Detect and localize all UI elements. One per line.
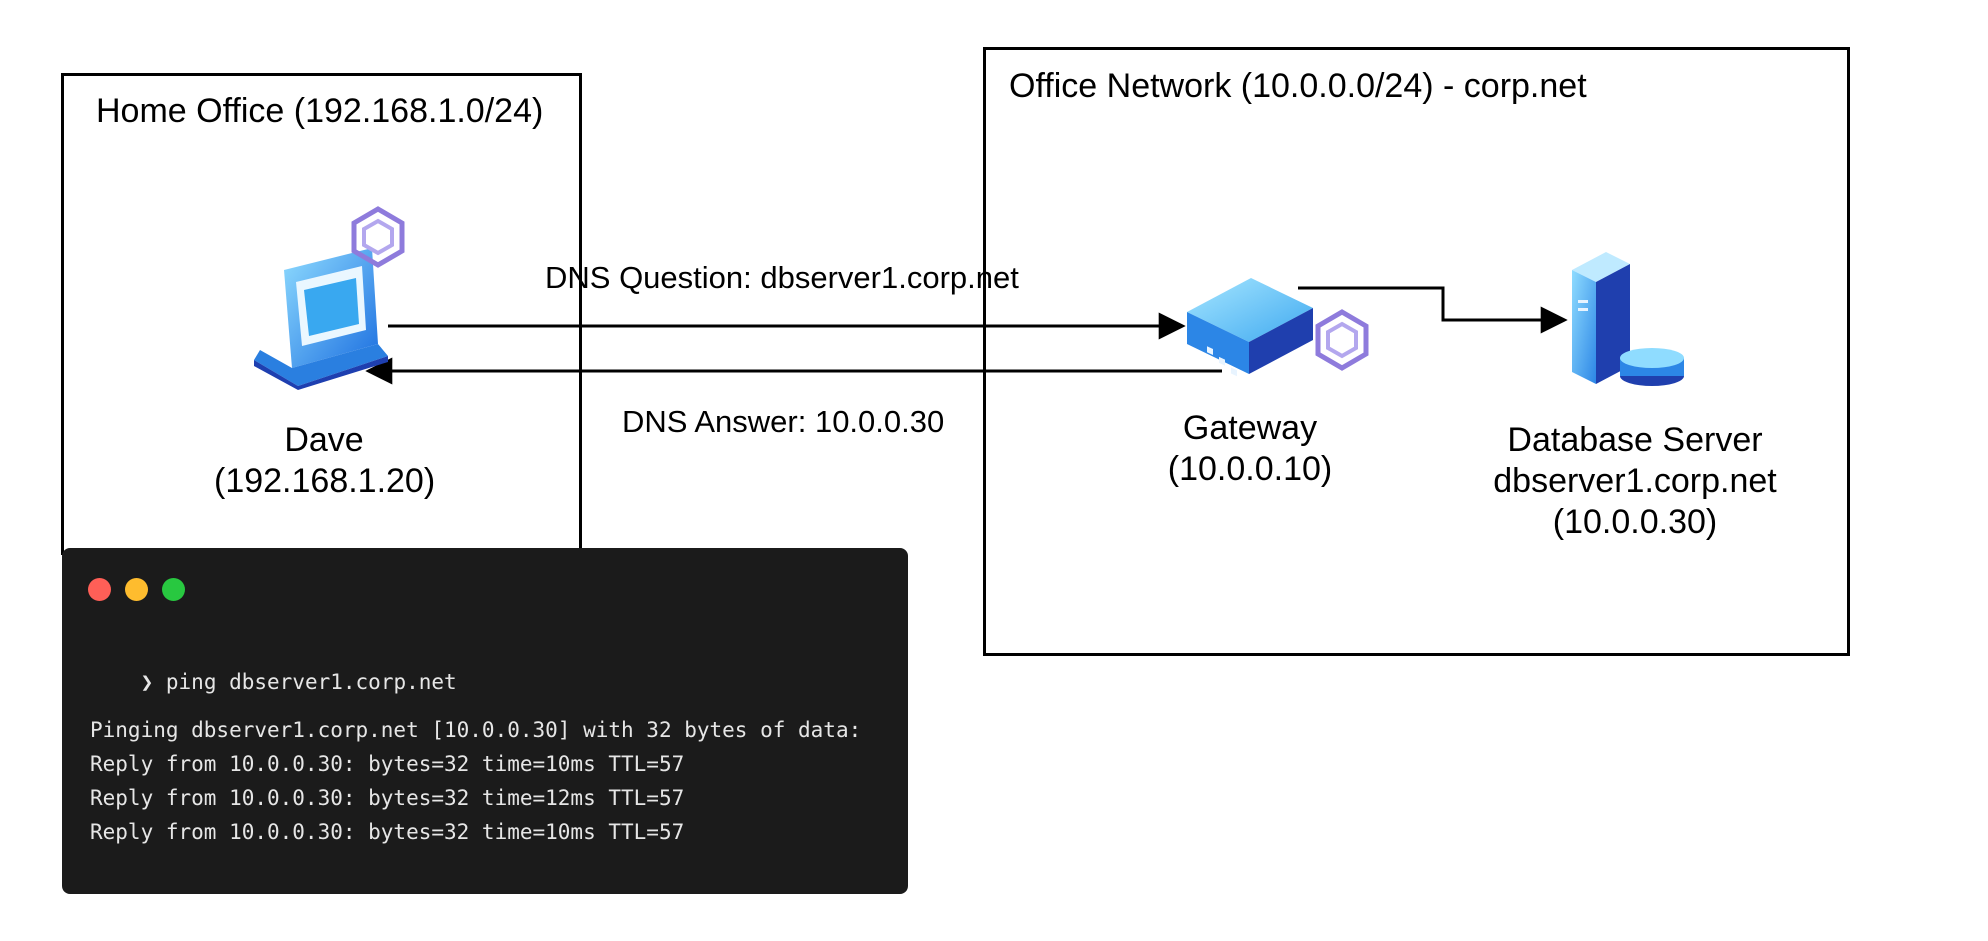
office-network-zone <box>983 47 1850 656</box>
terminal-window: ❯ ping dbserver1.corp.net Pinging dbserv… <box>62 548 908 894</box>
gateway-label: Gateway (10.0.0.10) <box>1140 408 1360 490</box>
terminal-command: ping dbserver1.corp.net <box>165 670 457 694</box>
database-name: Database Server <box>1507 421 1763 459</box>
terminal-output-line: Reply from 10.0.0.30: bytes=32 time=10ms… <box>90 820 685 844</box>
dave-ip: (192.168.1.20) <box>214 462 436 500</box>
close-button[interactable] <box>88 578 111 601</box>
laptop-icon <box>254 248 388 390</box>
prompt-icon: ❯ <box>140 670 154 694</box>
database-host: dbserver1.corp.net <box>1493 462 1777 500</box>
terminal-output-line: Reply from 10.0.0.30: bytes=32 time=12ms… <box>90 786 685 810</box>
gateway-name: Gateway <box>1182 409 1318 447</box>
dns-question-label: DNS Question: dbserver1.corp.net <box>545 260 1019 295</box>
gateway-ip: (10.0.0.10) <box>1167 450 1333 488</box>
terminal-command-line: ❯ ping dbserver1.corp.net <box>90 646 457 718</box>
cloud-badge-icon <box>1315 309 1369 371</box>
dave-label: Dave (192.168.1.20) <box>214 420 436 502</box>
terminal-output-line: Pinging dbserver1.corp.net [10.0.0.30] w… <box>90 718 862 742</box>
server-icon <box>1572 252 1684 386</box>
cloud-badge-icon <box>351 206 405 268</box>
gateway-to-database-arrow <box>1298 286 1568 334</box>
maximize-button[interactable] <box>162 578 185 601</box>
terminal-output-line: Reply from 10.0.0.30: bytes=32 time=10ms… <box>90 752 685 776</box>
dns-answer-label: DNS Answer: 10.0.0.30 <box>622 404 945 439</box>
database-label: Database Server dbserver1.corp.net (10.0… <box>1485 420 1785 543</box>
office-network-title: Office Network (10.0.0.0/24) - corp.net <box>1009 67 1587 105</box>
database-ip: (10.0.0.30) <box>1552 503 1718 541</box>
home-office-title: Home Office (192.168.1.0/24) <box>96 92 544 130</box>
minimize-button[interactable] <box>125 578 148 601</box>
dave-name: Dave <box>284 421 364 459</box>
router-icon <box>1187 278 1313 377</box>
